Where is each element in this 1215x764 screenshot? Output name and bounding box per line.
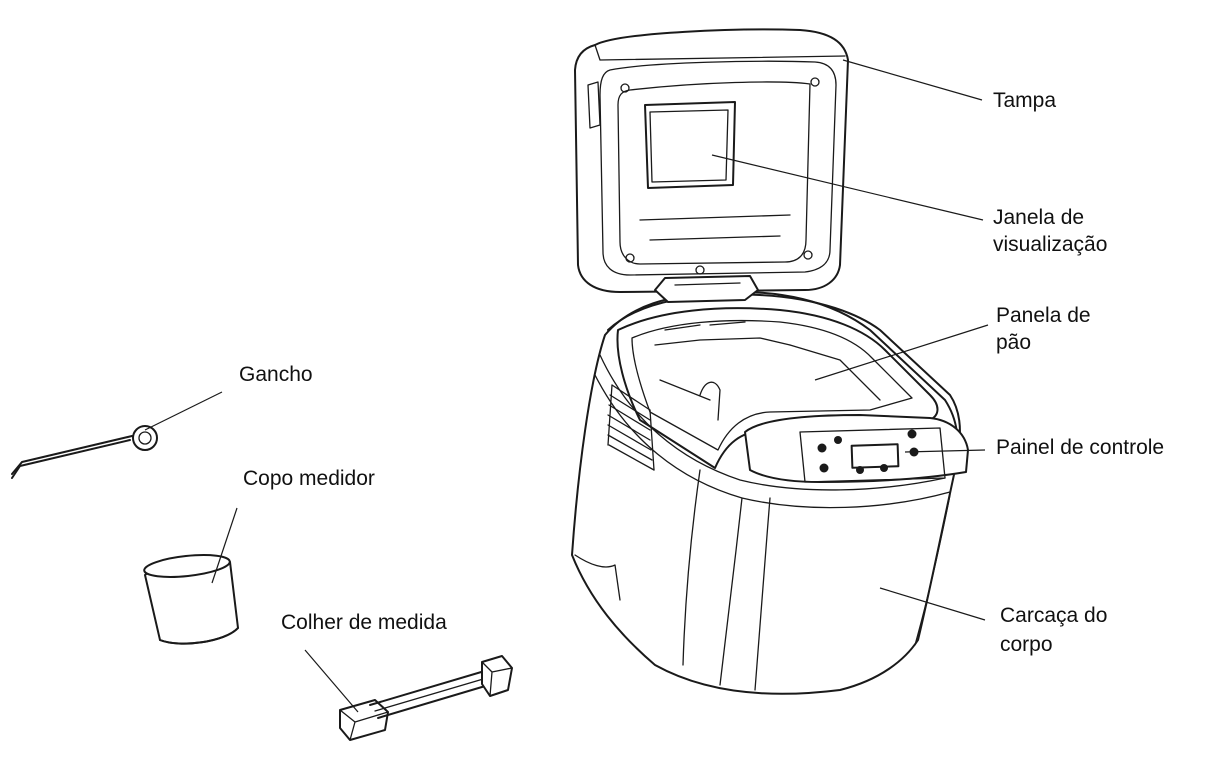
hook-drawing [11,425,158,479]
label-hook: Gancho [239,363,313,386]
label-lid: Tampa [993,89,1057,112]
leader-pan [814,324,989,381]
measuring-spoon-drawing [339,655,513,741]
label-window-line2: visualização [993,233,1108,256]
leader-cup [211,507,238,584]
label-measuring-spoon: Colher de medida [281,611,447,634]
leader-window [711,154,984,221]
label-measuring-cup: Copo medidor [243,467,375,490]
label-body-line2: corpo [1000,633,1053,656]
leader-lid [842,59,983,101]
leader-body [879,587,986,621]
label-pan-line1: Panela de [996,304,1091,327]
leader-hook [144,391,223,431]
control-panel-drawing [744,414,969,483]
label-control-panel: Painel de controle [996,436,1165,459]
leader-control-panel [904,449,986,453]
leader-lines [144,59,989,713]
measuring-cup-drawing [143,554,239,645]
bread-pan-drawing [616,307,939,469]
lid-drawing [574,28,849,303]
label-pan-line2: pão [996,331,1032,354]
leader-spoon [304,649,359,713]
label-body-line1: Carcaça do [1000,604,1108,627]
label-window-line1: Janela de [993,206,1085,229]
